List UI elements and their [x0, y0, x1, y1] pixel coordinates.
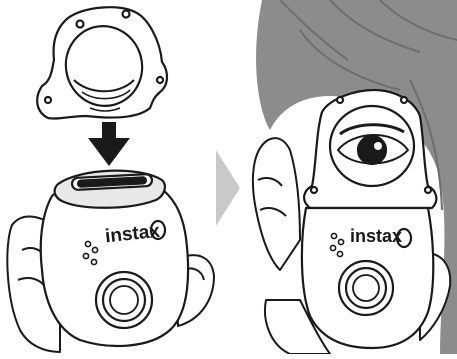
selfie-mirror-attached	[304, 90, 436, 208]
right-panel: instax	[253, 0, 457, 354]
left-panel: instax	[7, 7, 214, 352]
down-arrow-icon	[88, 122, 130, 166]
selfie-mirror-attachment	[37, 7, 167, 118]
camera-body-left	[41, 171, 188, 346]
next-step-chevron-icon	[216, 150, 240, 226]
instax-logo-right: instax	[350, 226, 402, 246]
